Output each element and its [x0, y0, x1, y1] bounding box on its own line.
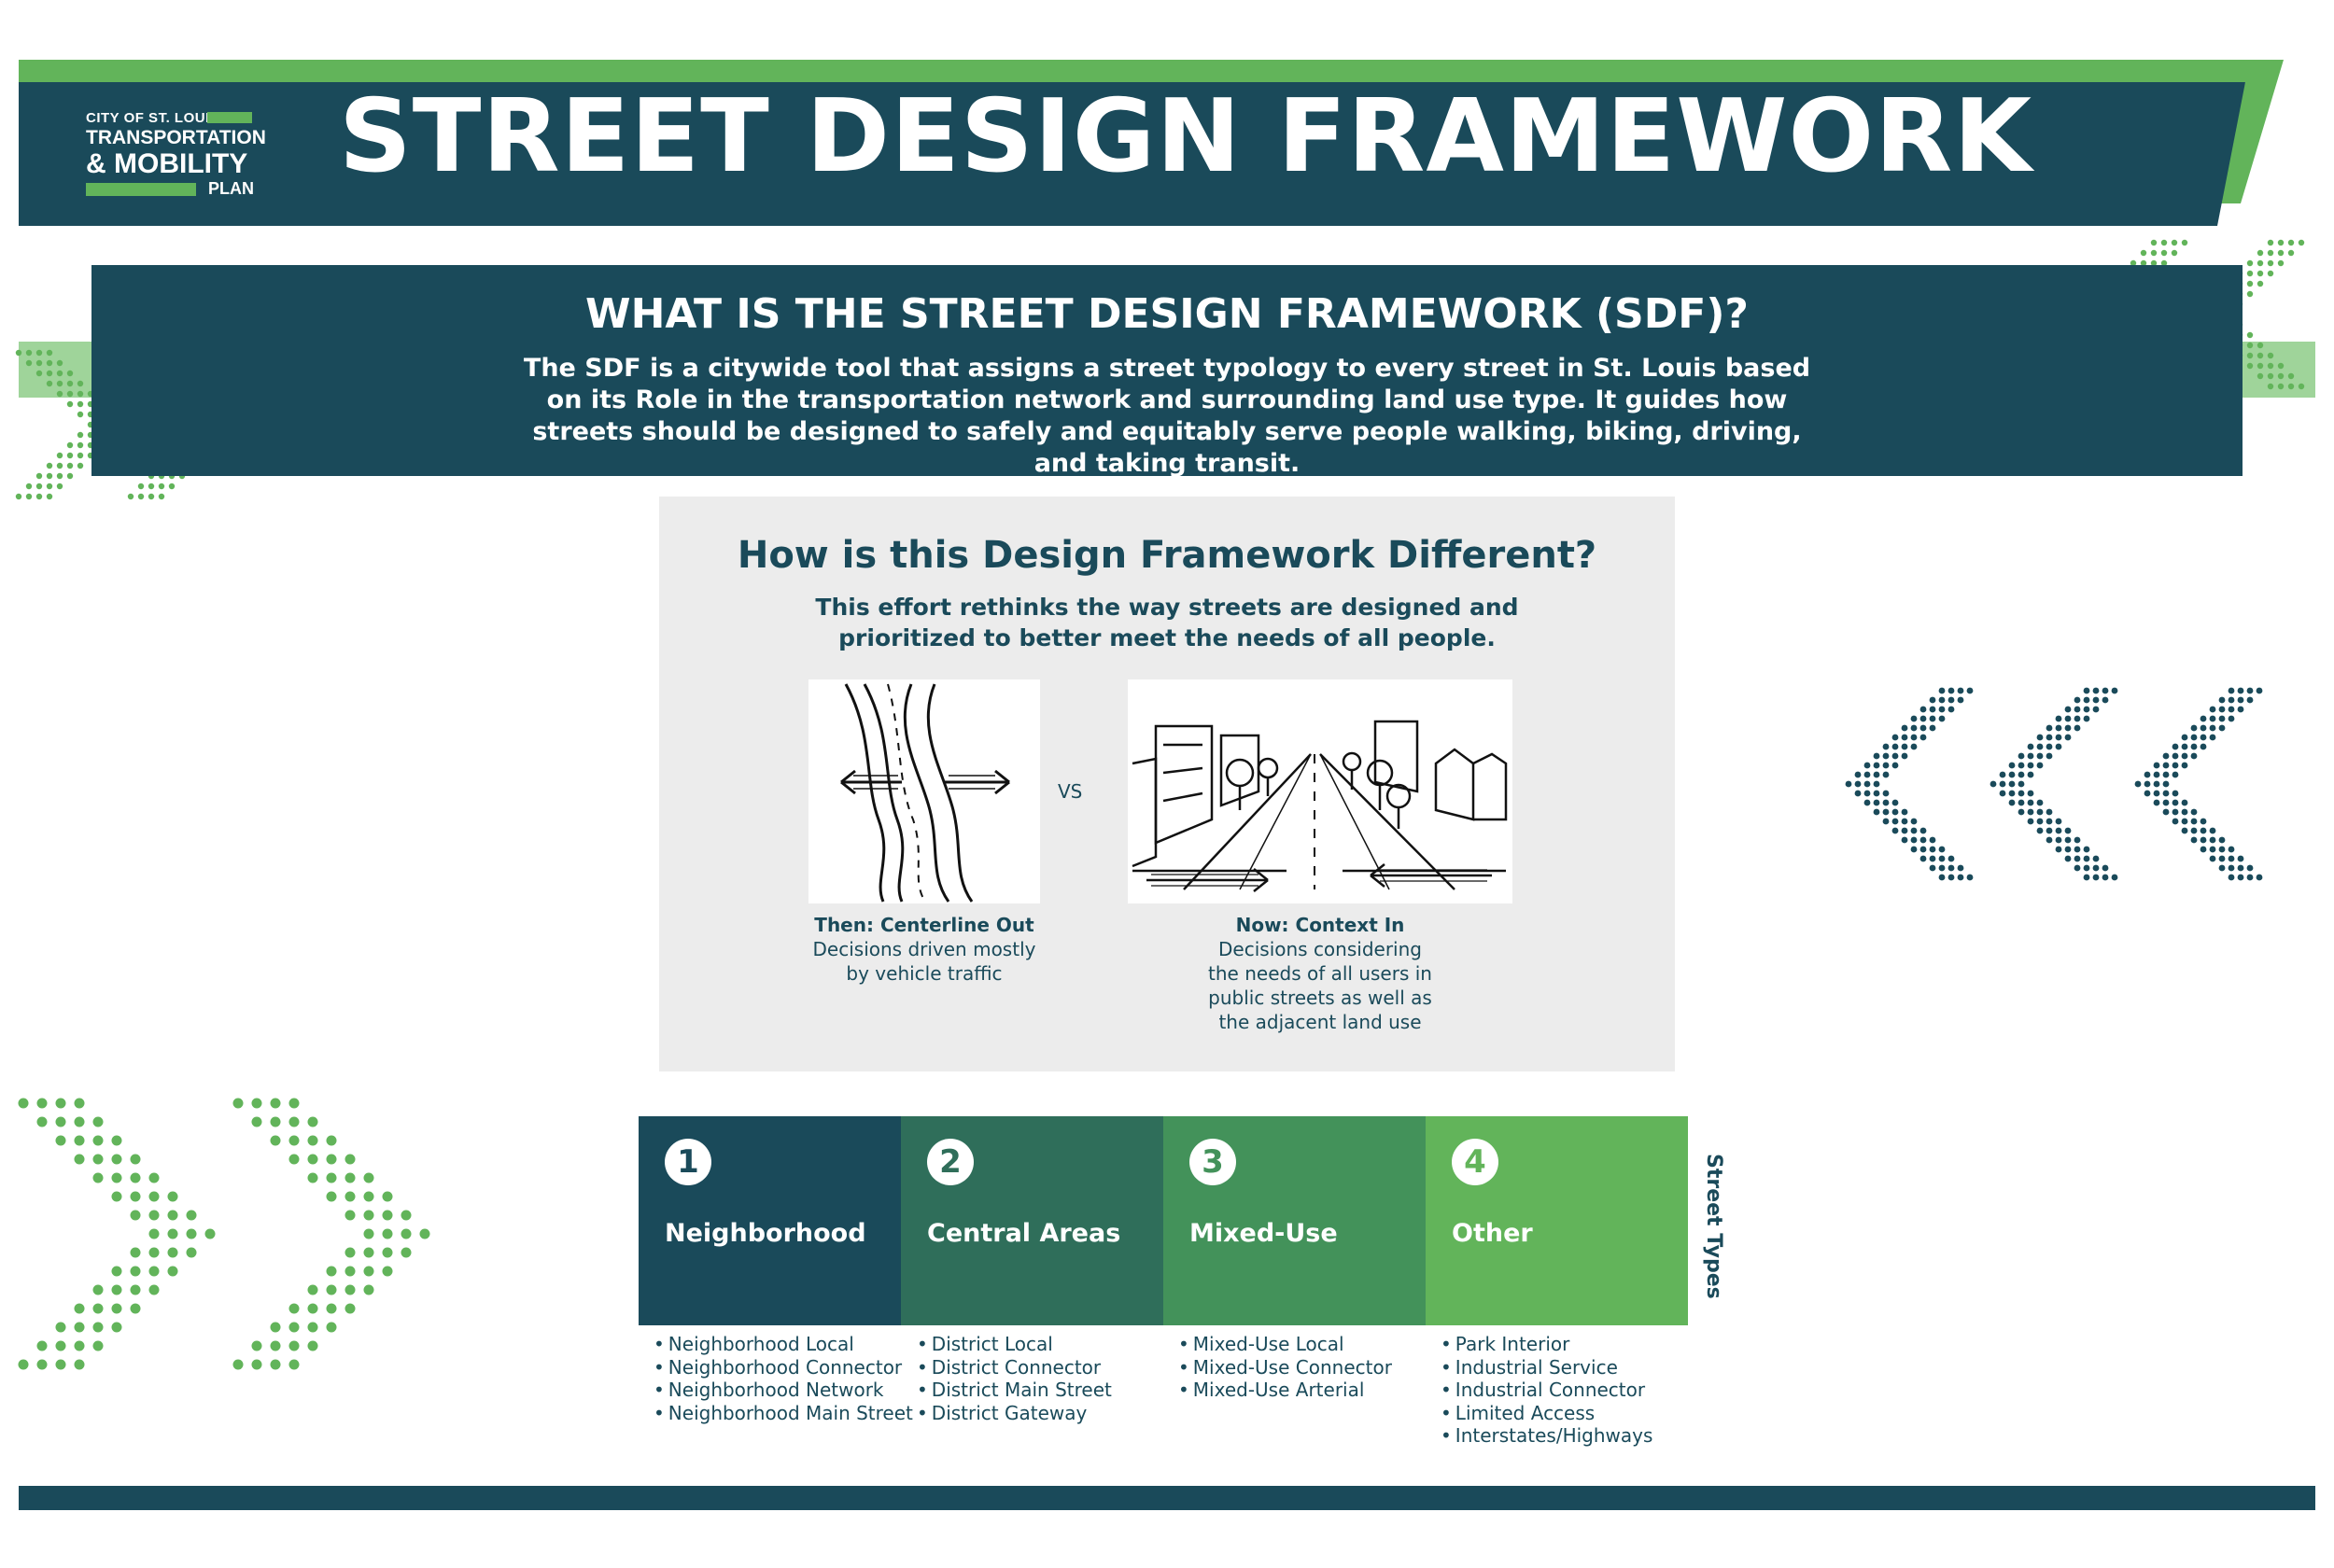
- vs-label: VS: [1058, 780, 1083, 803]
- list-item: Neighborhood Main Street: [654, 1402, 913, 1425]
- winding-road-sketch-icon: [808, 679, 1040, 903]
- footer-bar: [19, 1486, 2315, 1510]
- sdf-intro-band: WHAT IS THE STREET DESIGN FRAMEWORK (SDF…: [91, 265, 2243, 478]
- list-item: Neighborhood Local: [654, 1333, 913, 1356]
- now-text: Decisions considering the needs of all u…: [1208, 938, 1432, 1033]
- list-item: District Main Street: [917, 1379, 1112, 1402]
- street-type-mixed-use: 3 Mixed-Use: [1163, 1116, 1426, 1325]
- logo-bar-top: [207, 112, 252, 123]
- type-number-1: 1: [665, 1139, 711, 1185]
- street-type-central-areas: 2 Central Areas: [901, 1116, 1163, 1325]
- other-list: Park Interior Industrial Service Industr…: [1441, 1333, 1653, 1448]
- list-item: Neighborhood Network: [654, 1379, 913, 1402]
- logo-line-1: CITY OF ST. LOUIS: [86, 110, 220, 126]
- list-item: Industrial Connector: [1441, 1379, 1652, 1402]
- list-item: Mixed-Use Arterial: [1178, 1379, 1392, 1402]
- neighborhood-list: Neighborhood Local Neighborhood Connecto…: [654, 1333, 913, 1424]
- comparison-subtitle: This effort rethinks the way streets are…: [659, 592, 1675, 653]
- list-item: Park Interior: [1441, 1333, 1652, 1356]
- now-caption: Now: Context In Decisions considering th…: [1182, 913, 1458, 1034]
- type-number-3: 3: [1189, 1139, 1236, 1185]
- logo-line-3: & MOBILITY: [86, 148, 248, 179]
- comparison-title: How is this Design Framework Different?: [737, 534, 1597, 577]
- then-heading: Then: Centerline Out: [814, 914, 1034, 936]
- comparison-subtitle-text: This effort rethinks the way streets are…: [815, 594, 1519, 651]
- comparison-panel: How is this Design Framework Different? …: [659, 497, 1675, 1071]
- sdf-intro-heading: WHAT IS THE STREET DESIGN FRAMEWORK (SDF…: [585, 290, 1749, 338]
- type-label-central-areas: Central Areas: [927, 1219, 1121, 1248]
- list-item: Interstates/Highways: [1441, 1424, 1653, 1448]
- list-item: District Gateway: [917, 1402, 1112, 1425]
- list-item: District Connector: [917, 1356, 1112, 1379]
- mixed-use-list: Mixed-Use Local Mixed-Use Connector Mixe…: [1178, 1333, 1392, 1402]
- logo-bar-bottom: [86, 183, 196, 196]
- chevron-dots-left-bottom: [18, 1098, 430, 1370]
- street-types-label-text: Street Types: [1702, 1154, 1725, 1299]
- type-number-4: 4: [1452, 1139, 1498, 1185]
- list-item: Mixed-Use Connector: [1178, 1356, 1392, 1379]
- list-item: Industrial Service: [1441, 1356, 1652, 1379]
- street-type-other: 4 Other: [1426, 1116, 1688, 1325]
- list-item: District Local: [917, 1333, 1112, 1356]
- chevron-dots-right-mid: [1845, 687, 2263, 881]
- sdf-intro-body: The SDF is a citywide tool that assigns …: [523, 354, 1811, 478]
- street-type-neighborhood: 1 Neighborhood: [639, 1116, 901, 1325]
- central-areas-list: District Local District Connector Distri…: [917, 1333, 1112, 1424]
- now-heading: Now: Context In: [1235, 914, 1405, 936]
- logo-line-4: PLAN: [208, 179, 254, 198]
- logo-line-2: TRANSPORTATION: [86, 127, 266, 148]
- city-logo: CITY OF ST. LOUIS TRANSPORTATION & MOBIL…: [86, 110, 266, 198]
- list-item: Neighborhood Connector: [654, 1356, 913, 1379]
- then-text: Decisions driven mostly by vehicle traff…: [812, 938, 1036, 985]
- type-label-mixed-use: Mixed-Use: [1189, 1219, 1338, 1248]
- type-label-neighborhood: Neighborhood: [665, 1219, 866, 1248]
- type-label-other: Other: [1452, 1219, 1533, 1248]
- street-types-side-label: Street Types: [1701, 1154, 1729, 1299]
- then-caption: Then: Centerline Out Decisions driven mo…: [771, 913, 1077, 986]
- header-banner: [19, 60, 2284, 226]
- list-item: Limited Access: [1441, 1402, 1652, 1425]
- list-item: Mixed-Use Local: [1178, 1333, 1392, 1356]
- type-number-2: 2: [927, 1139, 974, 1185]
- city-street-perspective-sketch-icon: [1128, 679, 1512, 903]
